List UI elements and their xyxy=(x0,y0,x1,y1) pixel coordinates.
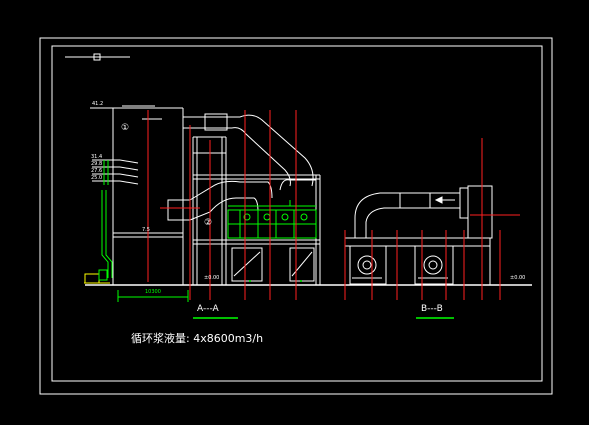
elevation-top: 41.2 xyxy=(92,101,104,107)
elevation-duct-1: 31.4 xyxy=(91,154,103,160)
absorber-tower xyxy=(90,105,184,285)
elevation-duct-4: 25.0 xyxy=(91,175,103,181)
right-duct xyxy=(354,185,493,239)
outlet-duct xyxy=(183,113,314,187)
steel-frame xyxy=(192,136,321,285)
green-equipment xyxy=(227,200,317,239)
callout-2: ② xyxy=(204,218,213,228)
inner-frame xyxy=(51,45,543,382)
section-b-label: B---B xyxy=(421,304,443,314)
section-a-label: A---A xyxy=(197,304,219,314)
elevation-duct-2: 29.8 xyxy=(91,161,103,167)
dimension-label: 10300 xyxy=(145,289,161,295)
outer-frame xyxy=(39,37,553,395)
flow-caption: 循环浆液量: 4x8600m3/h xyxy=(131,332,264,345)
dimension-line xyxy=(117,290,189,302)
callout-1: ① xyxy=(121,123,130,133)
elevation-mid: 7.5 xyxy=(142,227,150,233)
circulation-pump xyxy=(84,269,110,284)
ground-label-right: ±0.00 xyxy=(510,275,526,281)
spray-headers xyxy=(92,159,139,185)
fans xyxy=(352,255,448,279)
tanks xyxy=(231,247,315,282)
inlet-duct xyxy=(167,180,273,221)
elevation-duct-3: 27.6 xyxy=(91,168,103,174)
axis-lines xyxy=(160,110,520,300)
ground-label-left: ±0.00 xyxy=(204,275,220,281)
